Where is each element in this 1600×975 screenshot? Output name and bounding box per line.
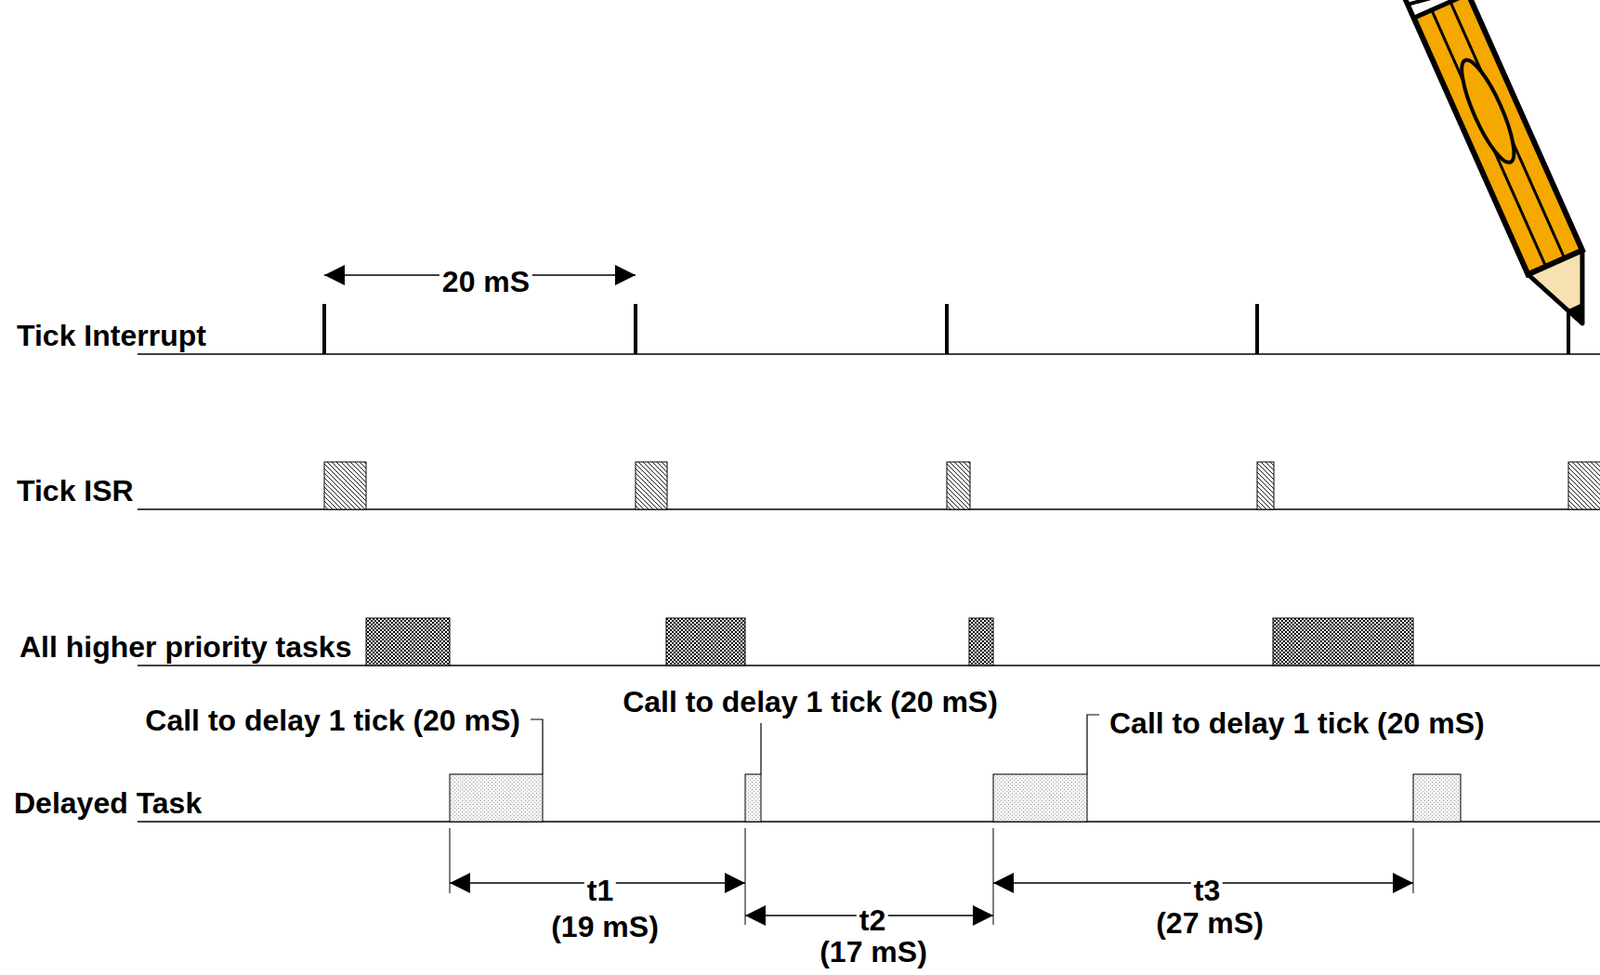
row-baseline [137,354,1600,822]
isr-box [324,461,1600,510]
dimension-label: 20 mS [439,266,533,299]
row-label: Delayed Task [11,787,205,820]
pencil-illustration [1377,0,1583,275]
pencil-illustration [1396,0,1469,18]
interval-value: (27 mS) [1153,907,1267,940]
leader-line [530,714,1100,774]
isr-box [946,461,971,510]
higher-task-box [666,617,746,666]
isr-box [1568,461,1600,510]
pencil-illustration [1440,0,1564,259]
interval-name: t3 [1191,875,1223,907]
extension-line [745,827,747,925]
row-baseline [137,820,1600,822]
delayed-task-box [449,773,543,822]
higher-task-box [366,617,450,666]
tick-mark [633,303,638,355]
extension-line [449,827,1414,925]
leader-line [760,722,761,774]
delayed-task-box [993,773,1088,822]
isr-box [1257,461,1274,510]
tick-mark [1255,303,1260,355]
call-note: Call to delay 1 tick (20 mS) [142,705,524,737]
interval-name: t1 [584,875,617,907]
call-note: Call to delay 1 tick (20 mS) [1106,708,1488,740]
call-note: Call to delay 1 tick (20 mS) [619,686,1001,719]
delayed-task-box [1413,773,1461,822]
interval-value: (17 mS) [816,936,931,969]
interval-value: (19 mS) [548,911,662,944]
tick-mark [944,303,949,355]
pencil-illustration [1421,0,1546,267]
row-baseline [137,353,1600,355]
leader-line [1087,714,1100,774]
row-label: Tick Interrupt [13,320,210,353]
extension-line [993,827,995,925]
leader-line [530,719,543,774]
pencil-illustration [1377,0,1600,336]
row-label: All higher priority tasks [16,631,355,664]
pencil-illustration [1567,302,1591,328]
isr-box [635,461,668,510]
delayed-task-box [745,773,761,822]
pencil-illustration [1402,0,1467,14]
tick-mark [322,303,327,355]
delayed-task-box [449,773,1461,822]
interval-name: t2 [856,904,889,937]
tick-mark [324,303,1569,355]
pencil-illustration [1452,54,1523,169]
isr-box [324,461,367,510]
higher-task-box [1272,617,1414,666]
higher-task-box [366,617,1414,666]
row-label: Tick ISR [13,475,137,508]
higher-task-box [969,617,994,666]
